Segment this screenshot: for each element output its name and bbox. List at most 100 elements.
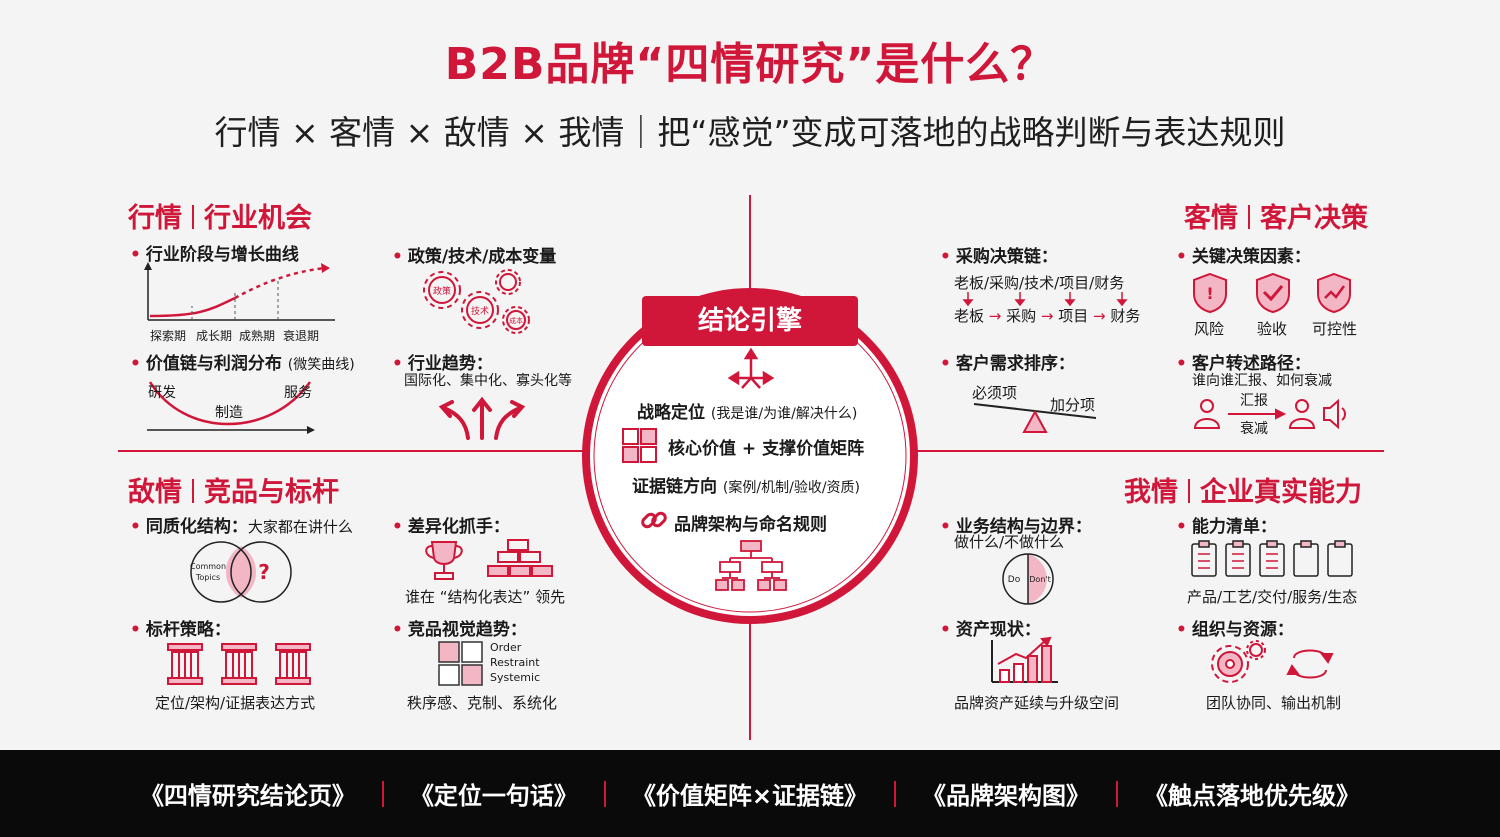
differentiation-text: 谁在 “结构化表达” 领先 — [405, 588, 566, 606]
footer-link[interactable]: 《触点落地优先级》 — [1144, 782, 1361, 810]
bullet-differentiation: 差异化抓手： — [392, 512, 510, 537]
core-row-label: 证据链方向 — [632, 477, 717, 497]
hierarchy-icon — [715, 540, 787, 591]
grid-blocks-icon — [438, 641, 483, 686]
svg-text:!: ! — [1206, 284, 1213, 303]
divider-left — [118, 450, 588, 452]
path-label: 汇报 — [1240, 393, 1268, 409]
risk-shield-icon: ! — [1193, 272, 1227, 314]
factor-label: 验收 — [1257, 320, 1288, 338]
quadrant-title-sub: 企业真实能力 — [1200, 477, 1362, 508]
quadrant-title-main: 敌情 — [128, 477, 182, 508]
footer-link[interactable]: 《四情研究结论页》 — [139, 782, 356, 810]
bullet-procurement-chain: 采购决策链： — [940, 242, 1058, 267]
chain-node: 项目 — [1058, 307, 1089, 325]
gear-label: 技术 — [471, 305, 489, 317]
balance-scale-icon — [973, 403, 1097, 433]
trophy-blocks-icon — [425, 539, 553, 580]
footer-divider — [381, 780, 384, 807]
factor-label: 可控性 — [1312, 320, 1358, 338]
link-chain-icon — [641, 511, 667, 529]
core-row-note: (案例/机制/验收/资质) — [722, 480, 860, 496]
chain-node: 老板 — [954, 307, 985, 325]
org-resources-text: 团队协同、输出机制 — [1206, 694, 1342, 712]
benchmark-text: 定位/架构/证据表达方式 — [155, 694, 316, 712]
capability-list-text: 产品/工艺/交付/服务/生态 — [1187, 588, 1358, 606]
quadrant-title-self: 我情企业真实能力 — [1124, 470, 1362, 509]
core-title: 结论引擎 — [642, 296, 858, 346]
growth-curve-icon — [144, 262, 335, 321]
stage-label: 衰退期 — [283, 329, 320, 343]
footer-link[interactable]: 《价值矩阵×证据链》 — [631, 782, 869, 810]
core-row-value-matrix: 核心价值 + 支撑价值矩阵 — [668, 439, 865, 459]
core-row-architecture: 品牌架构与命名规则 — [674, 515, 827, 535]
visual-word: Restraint — [490, 656, 540, 669]
pillars-icon — [167, 643, 311, 685]
bullet-visual-trend: 竞品视觉趋势： — [392, 615, 527, 640]
clipboards-icon — [1191, 540, 1353, 577]
asset-status-text: 品牌资产延续与升级空间 — [954, 694, 1120, 712]
page-title: B2B品牌“四情研究”是什么？ — [444, 39, 1056, 90]
bullet-homogeneity: 同质化结构：大家都在讲什么 — [130, 512, 353, 537]
chain-node: 采购 — [1006, 307, 1037, 325]
footer-link[interactable]: 《定位一句话》 — [409, 782, 578, 810]
venn-label: Common — [190, 562, 226, 571]
divider-top — [749, 195, 751, 295]
footer-divider — [603, 780, 606, 807]
footer-divider — [1116, 780, 1119, 807]
path-label: 衰减 — [1240, 421, 1268, 437]
bullet-demand-ranking: 客户需求排序： — [940, 349, 1075, 374]
bullet-policy-tech-cost: 政策/技术/成本变量 — [392, 242, 556, 267]
diverging-arrows-icon — [438, 396, 526, 440]
bullet-key-factors: 关键决策因素： — [1176, 242, 1311, 267]
gear-label: 成本 — [509, 316, 523, 325]
gear-label: 政策 — [433, 285, 451, 297]
core-row-note: (我是谁/为谁/解决什么) — [710, 406, 858, 422]
bullet-business-boundary: 业务结构与边界： — [940, 512, 1092, 537]
business-boundary-text: 做什么/不做什么 — [954, 533, 1065, 551]
divider-bottom — [749, 598, 751, 740]
visual-word: Systemic — [490, 671, 541, 684]
industry-trend-text: 国际化、集中化、寡头化等 — [404, 373, 572, 389]
report-path-text: 谁向谁汇报、如何衰减 — [1192, 373, 1332, 389]
bar-growth-icon — [991, 636, 1058, 683]
bullet-homogeneity-label: 同质化结构： — [145, 517, 248, 537]
do-dont-icon: Do Don't — [1002, 553, 1054, 605]
footer-link[interactable]: 《品牌架构图》 — [922, 782, 1091, 810]
core-row-label: 战略定位 — [637, 403, 705, 423]
chain-node: 财务 — [1110, 307, 1141, 325]
scale-label: 必须项 — [972, 384, 1018, 402]
report-path-icon — [1193, 398, 1346, 430]
chain-top-text: 老板/采购/技术/项目/财务 — [954, 274, 1125, 292]
smile-label: 研发 — [148, 385, 176, 401]
bullet-value-chain-text: 价值链与利润分布 — [145, 354, 282, 374]
gear-cycle-icon — [1211, 640, 1334, 683]
bullet-org-resources: 组织与资源： — [1176, 615, 1294, 640]
dont-label: Don't — [1029, 575, 1050, 584]
quadrant-title-market: 行情行业机会 — [128, 196, 312, 235]
visual-trend-text: 秩序感、克制、系统化 — [407, 694, 558, 712]
divider-right — [912, 450, 1384, 452]
factor-label: 风险 — [1194, 320, 1225, 338]
core-row-positioning: 战略定位 (我是谁/为谁/解决什么) — [637, 398, 857, 423]
bullet-asset-status: 资产现状： — [940, 615, 1041, 640]
compass-arrows-icon — [727, 347, 775, 389]
quadrant-title-sub: 行业机会 — [204, 203, 312, 234]
quadrant-title-main: 我情 — [1124, 477, 1178, 508]
footer-bar: 《四情研究结论页》 《定位一句话》 《价值矩阵×证据链》 《品牌架构图》 《触点… — [0, 750, 1500, 837]
quadrant-title-main: 客情 — [1184, 203, 1238, 234]
core-ring — [582, 288, 918, 624]
bullet-industry-trend: 行业趋势： — [392, 349, 493, 374]
chain-arrows-icon — [962, 292, 1128, 307]
bullet-value-chain-note: (微笑曲线) — [287, 357, 355, 373]
quadrant-title-main: 行情 — [128, 203, 182, 234]
venn-diagram-icon: Common Topics ? — [190, 541, 292, 603]
bullet-capability-list: 能力清单： — [1176, 512, 1277, 537]
control-shield-icon — [1317, 272, 1351, 314]
bullet-report-path: 客户转述路径： — [1176, 349, 1311, 374]
footer-divider — [894, 780, 897, 807]
stage-label: 成长期 — [196, 329, 233, 343]
quadrant-title-competitor: 敌情竞品与标杆 — [128, 470, 339, 509]
smile-curve-icon — [147, 381, 315, 434]
